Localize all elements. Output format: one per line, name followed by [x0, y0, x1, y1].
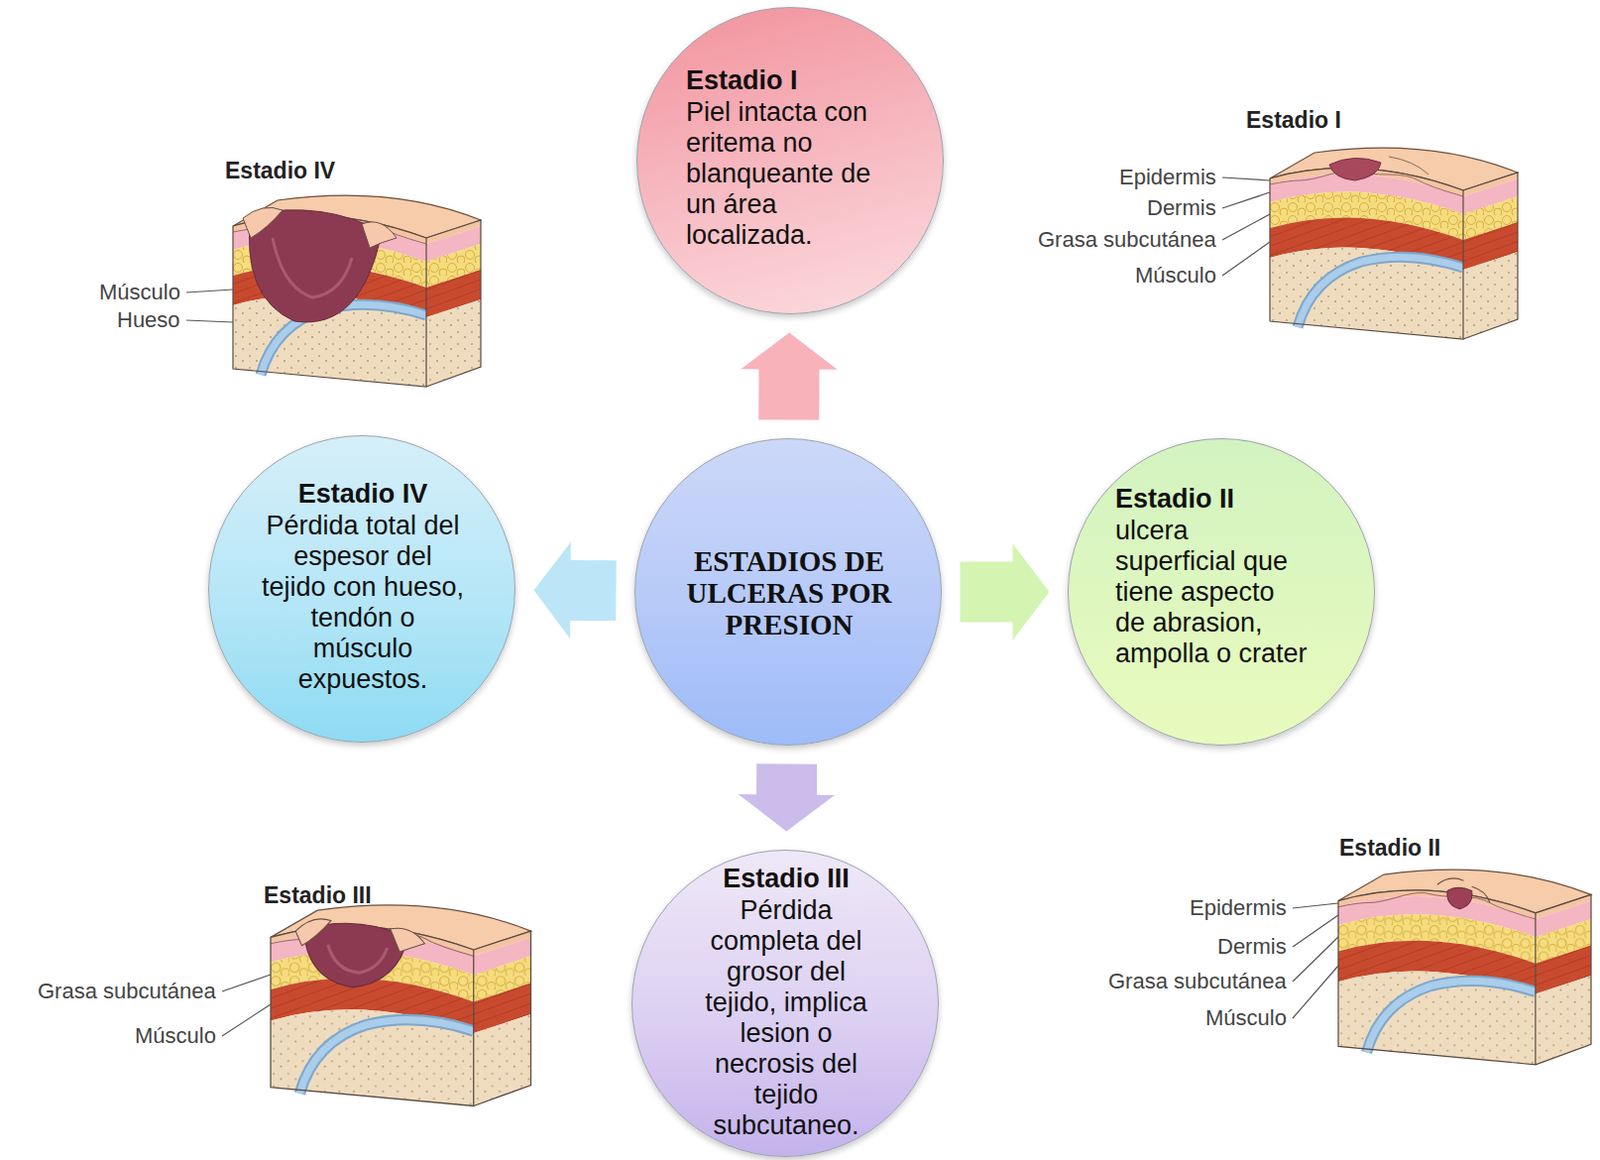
stage3-illustration [270, 905, 532, 1107]
leader-line [222, 974, 271, 992]
block-arrow [739, 332, 839, 421]
stage-description: Pérdida completa del grosor del tejido, … [696, 895, 876, 1142]
leader-line [1292, 903, 1339, 909]
leader-line [186, 320, 233, 323]
stage-description: Pérdida total del espesor del tejido con… [260, 510, 465, 695]
block-arrow [533, 541, 617, 641]
layer-label: Músculo [1205, 1005, 1287, 1031]
text-group: Estadio IVPérdida total del espesor del … [260, 477, 465, 695]
text-group: Estadio IPiel intacta con eritema no bla… [685, 64, 900, 251]
layer-label: Dermis [1217, 933, 1287, 960]
layer-label: Grasa subcutánea [37, 978, 217, 1005]
stage-heading: Estadio I [685, 64, 900, 98]
text-group: ESTADIOS DE ULCERAS POR PRESION [635, 545, 943, 641]
leader-line [1222, 192, 1270, 209]
stage-circle: Estadio IVPérdida total del espesor del … [208, 435, 516, 743]
stage-circle: Estadio IIulcera superficial que tiene a… [1067, 438, 1375, 746]
stage1-illustration [1269, 147, 1518, 340]
stage2-illustration [1338, 869, 1592, 1065]
leader-line [186, 289, 233, 293]
illustration-title: Estadio IV [225, 157, 336, 185]
leader-line [1292, 914, 1339, 947]
layer-label: Grasa subcutánea [1037, 227, 1217, 253]
layer-label: Grasa subcutánea [1108, 968, 1287, 995]
leader-line [1292, 936, 1339, 982]
layer-label: Hueso [116, 307, 181, 334]
layer-label: Músculo [99, 279, 181, 306]
stage4-illustration [232, 195, 481, 387]
layer-label: Epidermis [1189, 895, 1287, 921]
stage-heading: Estadio IV [260, 477, 465, 511]
stage-circle: Estadio IIIPérdida completa del grosor d… [631, 849, 939, 1157]
layer-label: Músculo [134, 1023, 217, 1049]
block-arrow [959, 542, 1050, 642]
stage-description: Piel intacta con eritema no blanqueante … [685, 97, 900, 251]
leader-line [222, 1004, 271, 1036]
leader-line [1222, 214, 1270, 240]
illustration-title: Estadio I [1246, 107, 1342, 134]
illustration-title: Estadio II [1339, 834, 1441, 862]
layer-label: Epidermis [1119, 164, 1217, 191]
text-group: Estadio IIulcera superficial que tiene a… [1115, 482, 1312, 670]
leader-line [1222, 241, 1270, 276]
leader-line [1292, 965, 1339, 1019]
layer-label: Músculo [1135, 262, 1217, 289]
stage-heading: Estadio II [1115, 482, 1312, 516]
layer-label: Dermis [1146, 195, 1217, 222]
leader-line [1222, 177, 1270, 181]
stage-heading: Estadio III [696, 862, 876, 896]
block-arrow [737, 763, 837, 832]
center-title: ESTADIOS DE ULCERAS POR PRESION [674, 545, 905, 641]
text-group: Estadio IIIPérdida completa del grosor d… [696, 862, 876, 1142]
stage-circle: ESTADIOS DE ULCERAS POR PRESION [634, 438, 942, 746]
illustration-title: Estadio III [263, 882, 372, 910]
stage-circle: Estadio IPiel intacta con eritema no bla… [636, 6, 944, 315]
stage-description: ulcera superficial que tiene aspecto de … [1115, 515, 1312, 670]
